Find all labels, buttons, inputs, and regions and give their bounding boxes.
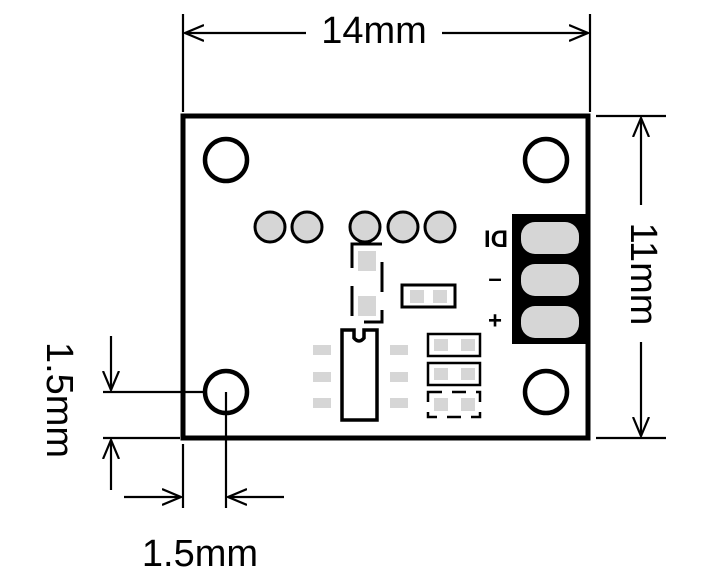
pin-connector	[512, 214, 588, 344]
mounting-hole-top-right	[522, 136, 570, 184]
connector-pin-1	[521, 222, 579, 254]
ic-chip	[313, 328, 408, 422]
mounting-hole-bottom-right	[522, 368, 570, 416]
connector-pin-3	[521, 306, 579, 338]
width-dimension	[181, 14, 592, 112]
hole-offset-x-dimension	[124, 392, 284, 508]
pin-label-minus: –	[488, 265, 501, 292]
hole-offset-y-dimension	[103, 336, 205, 490]
component-horizontal-pads	[400, 283, 457, 309]
mounting-holes	[202, 136, 570, 416]
hole-offset-x-label: 1.5mm	[142, 533, 258, 575]
round-pad-row	[253, 210, 457, 244]
pin-label-plus: +	[488, 307, 502, 334]
pin-label-di: DI	[484, 225, 508, 252]
height-dimension	[596, 114, 666, 440]
component-stack	[426, 332, 482, 419]
width-label: 14mm	[321, 10, 427, 52]
mounting-hole-top-left	[202, 136, 250, 184]
component-vertical-pads	[350, 242, 384, 324]
hole-offset-y-label: 1.5mm	[38, 342, 80, 458]
connector-pin-2	[521, 264, 579, 296]
height-label: 11mm	[622, 223, 664, 326]
